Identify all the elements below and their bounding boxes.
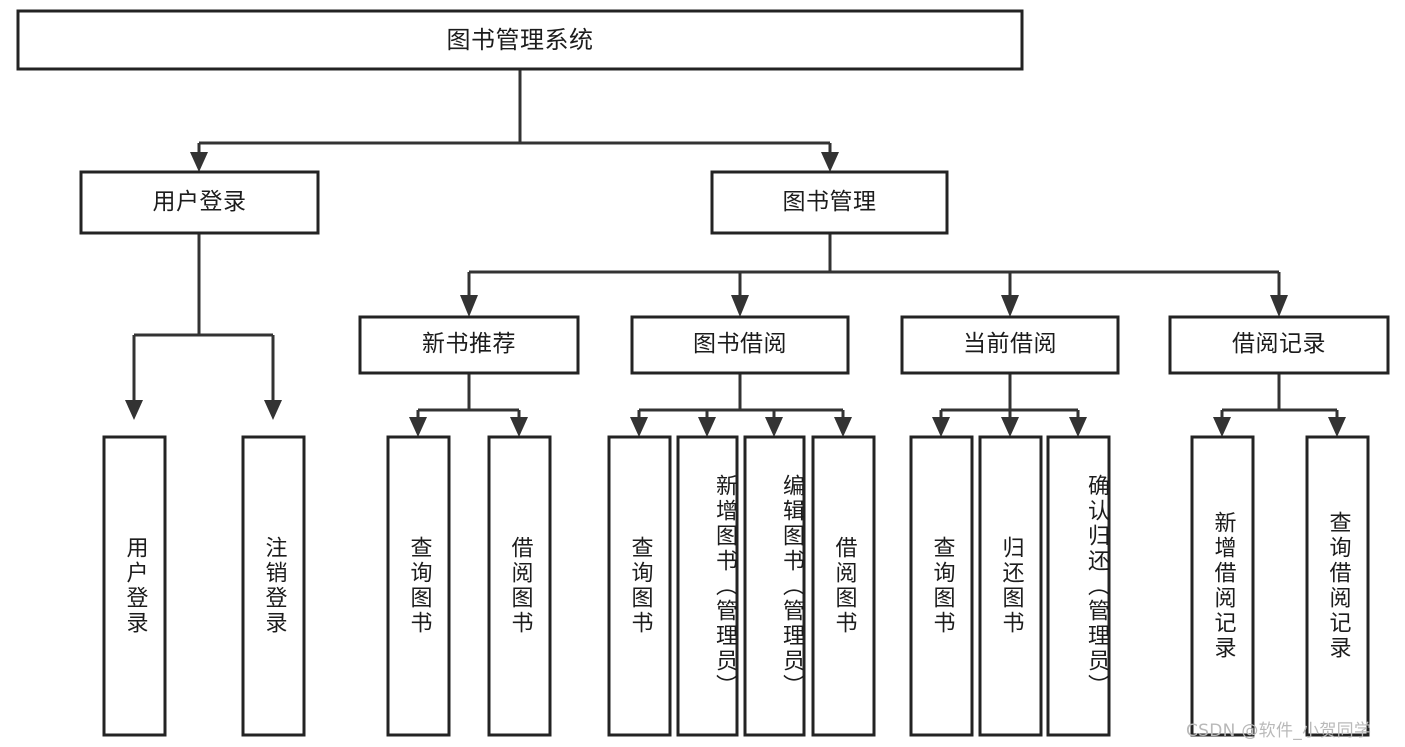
- arrow-to-current-borrow: [1001, 295, 1019, 317]
- arrow-to-new-book-recommend: [460, 295, 478, 317]
- leaf-borrow-book-2-box[interactable]: [811, 435, 876, 737]
- node-new-book-recommend-box[interactable]: [358, 315, 580, 375]
- arrow-to-leaf-add-book: [698, 417, 716, 437]
- connectors-root-to-level2: [197, 69, 832, 156]
- arrow-to-leaf-query-book-1: [409, 417, 427, 437]
- leaf-add-book-box[interactable]: [676, 435, 739, 737]
- connectors-borrow-record: [1220, 373, 1339, 422]
- node-root-box[interactable]: [16, 9, 1024, 71]
- arrow-to-leaf-edit-book: [765, 417, 783, 437]
- arrow-to-leaf-borrow-book-2: [834, 417, 852, 437]
- arrowheads-current-borrow-leaves: [932, 417, 1087, 437]
- arrowheads-book-borrow-leaves: [630, 417, 852, 437]
- arrow-to-borrow-record: [1270, 295, 1288, 317]
- connectors-new-book-recommend: [416, 373, 521, 422]
- arrowheads-borrow-record-leaves: [1213, 417, 1346, 437]
- csdn-watermark: CSDN @软件_小贺同学: [1186, 721, 1372, 741]
- leaf-edit-book-box[interactable]: [743, 435, 806, 737]
- arrowheads-user-login-leaves: [125, 400, 282, 420]
- arrow-to-leaf-add-record: [1213, 417, 1231, 437]
- arrow-to-leaf-confirm-return: [1069, 417, 1087, 437]
- arrow-to-leaf-query-book-3: [932, 417, 950, 437]
- leaf-return-book-box[interactable]: [978, 435, 1043, 737]
- connectors-current-borrow: [939, 373, 1080, 422]
- leaf-logout-box[interactable]: [241, 435, 306, 737]
- arrow-to-leaf-logout: [264, 400, 282, 420]
- arrow-to-book-borrow: [731, 295, 749, 317]
- arrow-to-leaf-return-book: [1001, 417, 1019, 437]
- node-book-borrow-box[interactable]: [630, 315, 850, 375]
- leaf-confirm-return-box[interactable]: [1046, 435, 1111, 737]
- arrow-to-leaf-query-book-2: [630, 417, 648, 437]
- node-current-borrow-box[interactable]: [900, 315, 1120, 375]
- leaf-add-record-box[interactable]: [1190, 435, 1255, 737]
- arrow-to-book-manage: [821, 152, 839, 172]
- arrow-to-leaf-query-record: [1328, 417, 1346, 437]
- arrowheads-level3: [460, 295, 1288, 317]
- leaf-borrow-book-1-box[interactable]: [487, 435, 552, 737]
- arrow-to-leaf-user-login: [125, 400, 143, 420]
- arrow-to-leaf-borrow-book-1: [510, 417, 528, 437]
- leaf-query-book-2-box[interactable]: [607, 435, 672, 737]
- arrowheads-new-book-recommend-leaves: [409, 417, 528, 437]
- connectors-book-manage: [467, 233, 1281, 299]
- arrow-to-user-login: [190, 152, 208, 172]
- arrowheads-level2: [190, 152, 839, 172]
- leaf-query-book-3-box[interactable]: [909, 435, 974, 737]
- node-user-login-box[interactable]: [79, 170, 320, 235]
- leaf-user-login-box[interactable]: [102, 435, 167, 737]
- leaf-query-record-box[interactable]: [1305, 435, 1370, 737]
- connectors-book-borrow: [637, 373, 845, 422]
- leaf-query-book-1-box[interactable]: [386, 435, 451, 737]
- connectors-user-login: [132, 233, 275, 404]
- node-borrow-record-box[interactable]: [1168, 315, 1390, 375]
- node-book-manage-box[interactable]: [710, 170, 949, 235]
